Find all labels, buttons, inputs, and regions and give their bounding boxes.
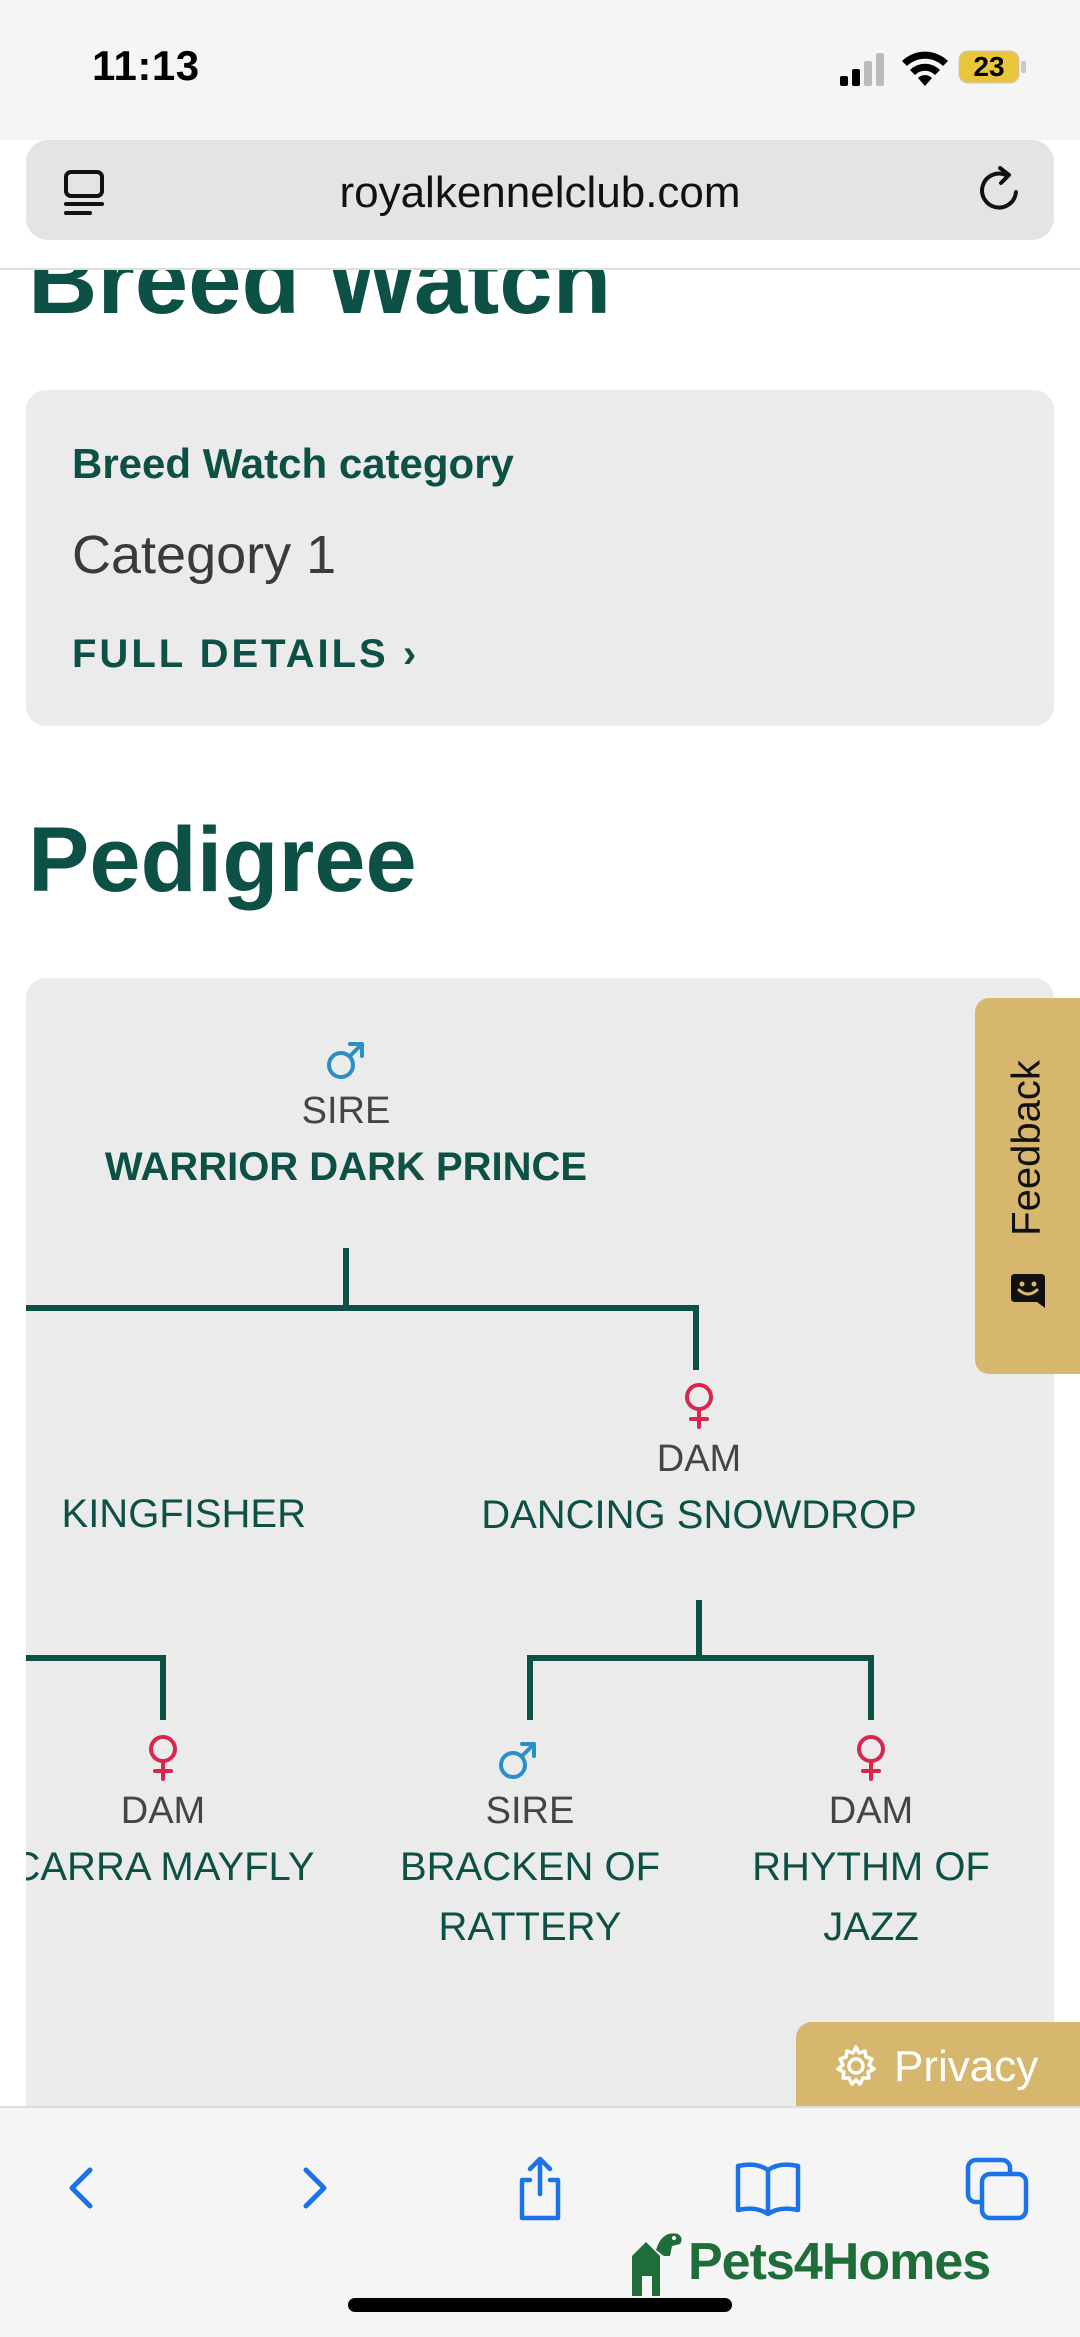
dog-name-line-1: BRACKEN OF xyxy=(399,1845,661,1889)
reload-icon[interactable] xyxy=(972,162,1028,218)
pedigree-paternal-grandsire[interactable]: KINGFISHER xyxy=(26,1378,306,1544)
pedigree-maternal-grandsire[interactable]: SIRE BRACKEN OF RATTERY xyxy=(370,1738,690,1957)
pedigree-heading: Pedigree xyxy=(28,809,417,911)
full-details-link[interactable]: FULL DETAILS › xyxy=(72,632,420,676)
pedigree-sire[interactable]: SIRE WARRIOR DARK PRINCE xyxy=(46,1038,646,1197)
pedigree-paternal-granddam[interactable]: DAM CARRA MAYFLY xyxy=(26,1734,370,1897)
gear-icon xyxy=(836,2045,876,2086)
dog-house-logo-icon xyxy=(632,2233,682,2296)
breed-watch-heading: Breed Watch xyxy=(28,270,612,334)
role-label: DAM xyxy=(120,1790,206,1832)
dog-name-line-1: RHYTHM OF xyxy=(752,1845,990,1889)
dog-name: CARRA MAYFLY xyxy=(26,1845,315,1889)
address-bar[interactable]: royalkennelclub.com xyxy=(26,140,1054,240)
cellular-signal-icon xyxy=(840,53,884,86)
privacy-button[interactable]: Privacy xyxy=(796,2022,1080,2108)
home-indicator[interactable] xyxy=(348,2298,732,2312)
breed-watch-label: Breed Watch category xyxy=(72,440,514,487)
female-icon xyxy=(149,1735,177,1781)
forward-icon[interactable] xyxy=(274,2148,354,2228)
dog-name: KINGFISHER xyxy=(61,1492,306,1536)
role-label: DAM xyxy=(828,1790,914,1832)
privacy-label: Privacy xyxy=(894,2042,1039,2091)
wifi-icon xyxy=(902,51,948,86)
status-bar: 11:13 23 xyxy=(0,0,1080,140)
male-icon xyxy=(499,1742,536,1779)
battery-level: 23 xyxy=(973,51,1005,82)
role-label: DAM xyxy=(656,1438,742,1480)
share-icon[interactable] xyxy=(500,2148,580,2228)
back-icon[interactable] xyxy=(42,2148,122,2228)
page-content: Breed Watch Breed Watch category Categor… xyxy=(0,270,1080,2106)
feedback-tab[interactable]: Feedback xyxy=(975,998,1080,1374)
pedigree-tree[interactable]: SIRE WARRIOR DARK PRINCE KINGFISHER DAM … xyxy=(26,978,1054,2106)
dog-name-line-2: RATTERY xyxy=(438,1905,622,1949)
dog-name-line-2: JAZZ xyxy=(823,1905,919,1949)
breed-watch-category: Category 1 xyxy=(72,525,337,585)
bookmarks-icon[interactable] xyxy=(728,2148,808,2228)
toolbar-divider xyxy=(0,268,1080,270)
breed-watch-card: Breed Watch category Category 1 FULL DET… xyxy=(26,390,1054,726)
female-icon xyxy=(857,1735,885,1781)
role-label xyxy=(26,1386,306,1430)
dog-name: WARRIOR DARK PRINCE xyxy=(104,1145,588,1189)
pedigree-dam[interactable]: DAM DANCING SNOWDROP xyxy=(404,1382,994,1545)
pedigree-connector-lines xyxy=(26,1248,874,1720)
browser-toolbar xyxy=(0,2106,1080,2337)
smiley-chat-icon xyxy=(1011,1274,1045,1308)
pets4homes-wordmark: Pets4Homes xyxy=(688,2233,991,2291)
female-icon xyxy=(685,1383,713,1429)
role-label: SIRE xyxy=(301,1090,391,1132)
role-label: SIRE xyxy=(485,1790,575,1832)
page-menu-icon[interactable] xyxy=(60,166,108,218)
status-time: 11:13 xyxy=(92,42,200,89)
tabs-icon[interactable] xyxy=(958,2148,1038,2228)
feedback-label: Feedback xyxy=(1004,1060,1049,1236)
url-text: royalkennelclub.com xyxy=(339,168,741,217)
dog-name: DANCING SNOWDROP xyxy=(481,1493,917,1537)
battery-icon xyxy=(958,50,1026,84)
male-icon xyxy=(327,1042,364,1079)
pedigree-maternal-granddam[interactable]: DAM RHYTHM OF JAZZ xyxy=(716,1734,1026,1957)
